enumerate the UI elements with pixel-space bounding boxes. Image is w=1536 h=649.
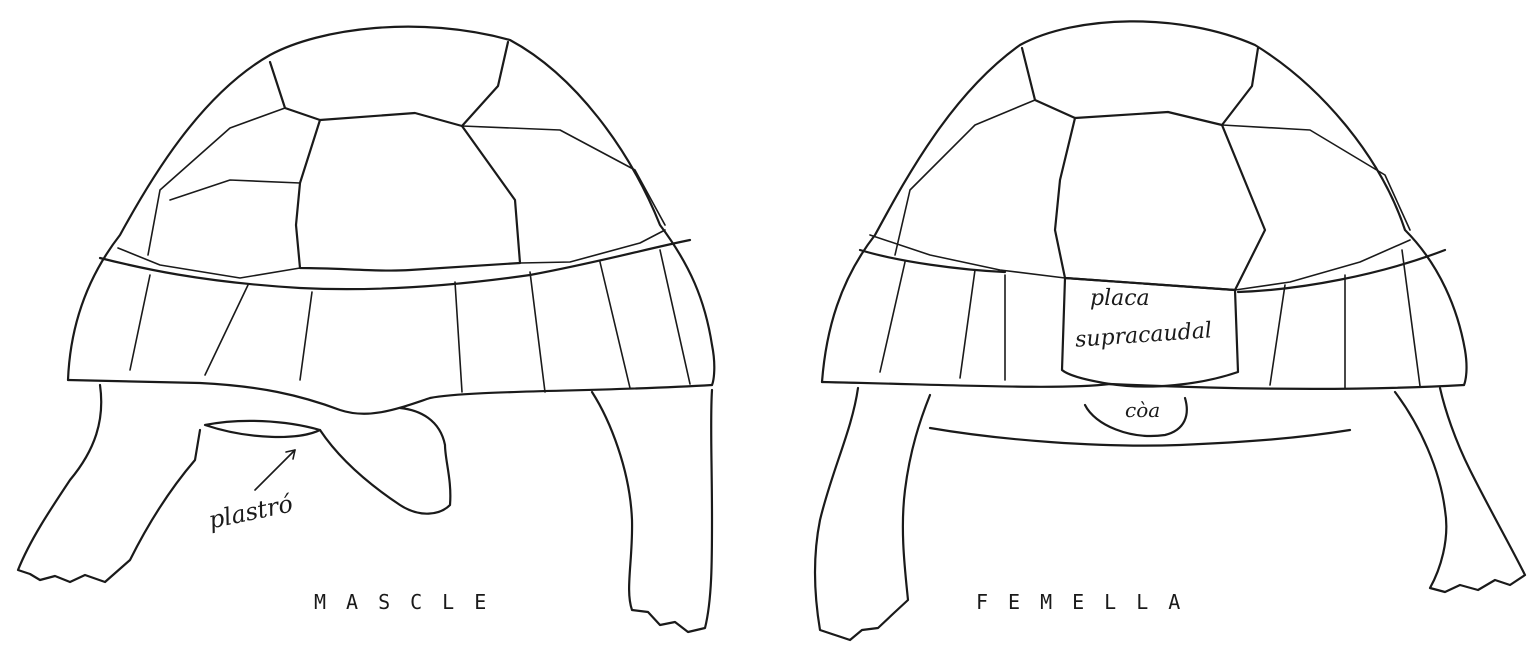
- male-right-leg: [592, 390, 712, 632]
- female-carapace-rim: [822, 382, 1464, 389]
- male-caption: MASCLE: [314, 590, 506, 614]
- female-right-leg: [1395, 388, 1525, 592]
- male-tail: [320, 408, 450, 514]
- plastron-arrow: [255, 450, 295, 490]
- female-vertebral-scute-center: [1055, 118, 1265, 290]
- male-plastron: [205, 421, 320, 437]
- female-plastron: [930, 428, 1350, 446]
- tail-label: còa: [1125, 398, 1160, 422]
- female-marginal-band: [860, 250, 1005, 272]
- female-vertebral-scute-top: [1022, 48, 1258, 125]
- male-left-leg: [18, 385, 200, 582]
- male-carapace-rim: [68, 380, 712, 414]
- male-marginal-band: [100, 240, 690, 289]
- female-caption: FEMELLA: [976, 590, 1200, 614]
- male-vertebral-scute-center: [296, 120, 520, 271]
- male-tortoise: [18, 27, 714, 632]
- female-left-leg: [815, 388, 930, 640]
- supracaudal-label-line1: placa: [1090, 286, 1150, 311]
- male-vertebral-scute-top: [270, 42, 508, 126]
- male-carapace-outline: [68, 27, 714, 385]
